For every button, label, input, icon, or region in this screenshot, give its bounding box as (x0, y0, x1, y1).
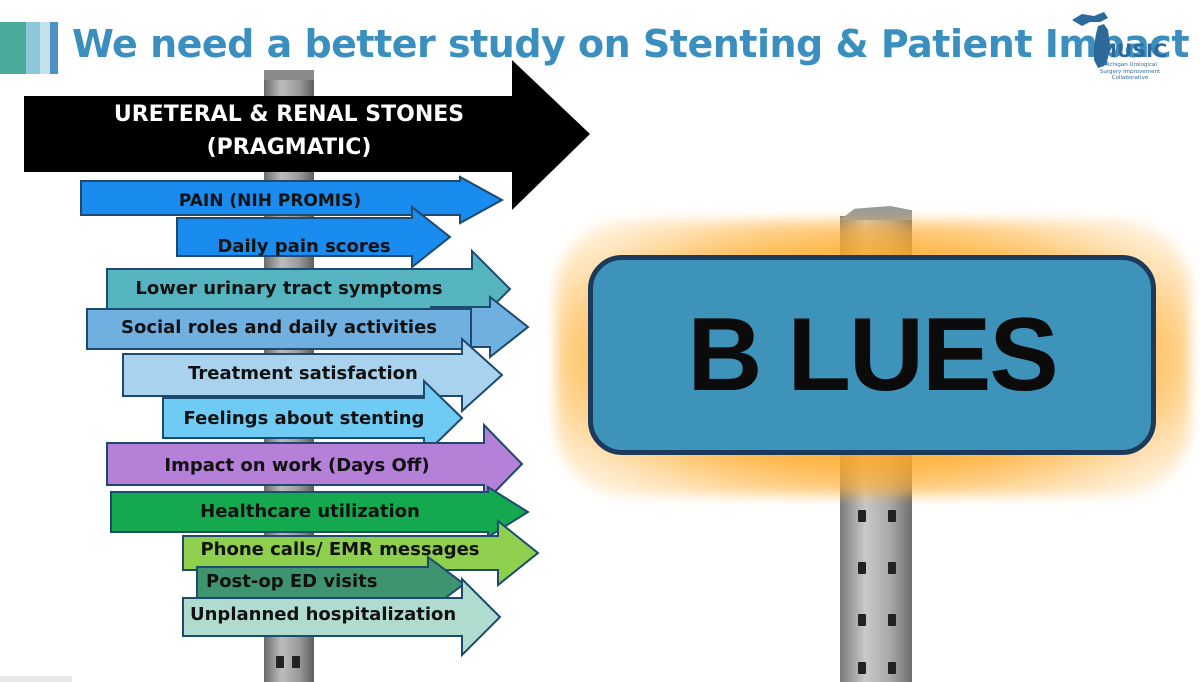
arrow-social-roles: Social roles and daily activities (86, 308, 472, 350)
post-hole (292, 656, 300, 668)
title-accent-bar (0, 22, 62, 74)
post-hole (888, 562, 896, 574)
post-hole (888, 662, 896, 674)
arrow-shape (80, 175, 505, 225)
post-hole (888, 614, 896, 626)
post-hole (858, 662, 866, 674)
main-arrow-shape (24, 60, 590, 210)
arrow-shape (110, 485, 530, 539)
arrow-polygon (162, 378, 464, 458)
arrow-label: Daily pain scores (217, 236, 391, 257)
arrow-social-roles-body (86, 308, 472, 350)
arrow-polygon (182, 576, 502, 658)
arrow-polygon (80, 175, 505, 225)
arrow-label: PAIN (NIH PROMIS) (178, 191, 362, 211)
arrow-label: Healthcare utilization (200, 501, 420, 522)
main-arrow-line1: URETERAL & RENAL STONES (113, 102, 465, 127)
main-arrow-line2: (PRAGMATIC) (206, 135, 372, 160)
arrow-label: Unplanned hospitalization (190, 604, 457, 625)
music-logo: MUSIC Michigan Urological Surgery Improv… (1068, 10, 1168, 84)
logo-subtitle: Michigan Urological Surgery Improvement … (1099, 62, 1161, 81)
arrow-pain-promis: PAIN (NIH PROMIS) (80, 175, 505, 225)
arrow-daily-pain-scores: Daily pain scores (176, 204, 452, 270)
arrow-label: Social roles and daily activities (120, 317, 438, 338)
arrow-shape (182, 576, 502, 658)
post-hole (858, 510, 866, 522)
arrow-label: Phone calls/ EMR messages (200, 539, 480, 560)
blues-sign: B LUES (588, 255, 1156, 455)
arrow-shape (176, 204, 452, 270)
right-signpost-cap (840, 206, 912, 220)
main-arrow-label: URETERAL & RENAL STONES (PRAGMATIC) (24, 98, 554, 164)
arrow-unplanned-hospitalization: Unplanned hospitalization (182, 576, 502, 658)
arrow-shape (162, 378, 464, 458)
arrow-polygon (110, 485, 530, 539)
slide-title: We need a better study on Stenting & Pat… (72, 22, 1190, 66)
arrow-shape (106, 422, 524, 506)
post-hole (888, 510, 896, 522)
arrow-treatment-satisfaction: Treatment satisfaction (122, 336, 504, 414)
arrow-polygon (122, 336, 504, 414)
logo-wordmark: MUSIC (1098, 40, 1168, 62)
left-signpost-cap (264, 70, 314, 80)
post-hole (858, 562, 866, 574)
arrow-label: Treatment satisfaction (188, 363, 418, 384)
arrow-shape (122, 336, 504, 414)
arrow-label: Impact on work (Days Off) (164, 455, 430, 476)
arrow-impact-work: Impact on work (Days Off) (106, 422, 524, 506)
footer-bar (0, 676, 72, 682)
arrow-label: Post-op ED visits (206, 571, 378, 592)
arrow-feelings-stenting: Feelings about stenting (162, 378, 464, 458)
arrow-healthcare-utilization: Healthcare utilization (110, 485, 530, 539)
arrow-label: Lower urinary tract symptoms (135, 278, 443, 299)
arrow-label: Feelings about stenting (183, 408, 425, 429)
post-hole (858, 614, 866, 626)
main-arrow (24, 60, 590, 210)
arrow-polygon (176, 204, 452, 270)
arrow-polygon (106, 422, 524, 506)
post-hole (276, 656, 284, 668)
sign-text: B LUES (687, 296, 1058, 413)
michigan-map-icon (1072, 12, 1110, 68)
